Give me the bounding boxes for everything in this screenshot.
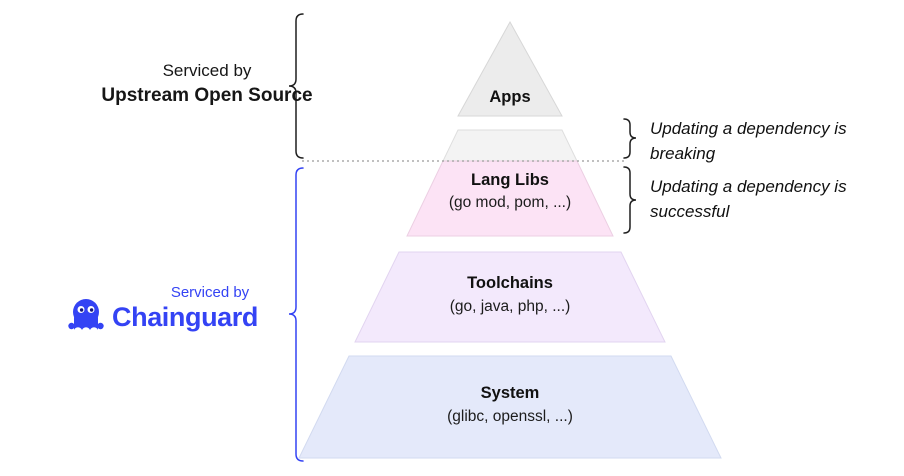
breaking-brace (623, 118, 637, 159)
layer-subtitle-toolchains: (go, java, php, ...) (449, 298, 571, 315)
chainguard-serviced-by-label: Serviced by (170, 284, 250, 301)
successful-brace (623, 166, 637, 234)
upstream-serviced-by-label: Serviced by (162, 61, 252, 80)
chainguard-brace (288, 167, 304, 462)
langlibs-upper-strip (442, 129, 578, 162)
upstream-brace (288, 13, 304, 159)
layer-title-system: System (480, 384, 540, 402)
pyramid-layer-apps (457, 20, 563, 117)
layer-subtitle-system: (glibc, openssl, ...) (447, 408, 573, 425)
chainguard-wordmark: Chainguard (112, 302, 259, 332)
layer-title-apps: Apps (489, 88, 531, 106)
layer-title-toolchains: Toolchains (467, 274, 553, 292)
pyramid-layer-toolchains (354, 251, 666, 343)
upstream-name-label: Upstream Open Source (101, 85, 313, 106)
layer-subtitle-langlibs: (go mod, pom, ...) (448, 194, 572, 211)
pyramid-layer-system (298, 355, 722, 459)
annotation-successful: Updating a dependency is successful (650, 177, 847, 221)
annotation-breaking: Updating a dependency is breaking (650, 119, 847, 163)
layer-title-langlibs: Lang Libs (471, 171, 549, 189)
chainguard-octopus-icon (68, 299, 104, 336)
